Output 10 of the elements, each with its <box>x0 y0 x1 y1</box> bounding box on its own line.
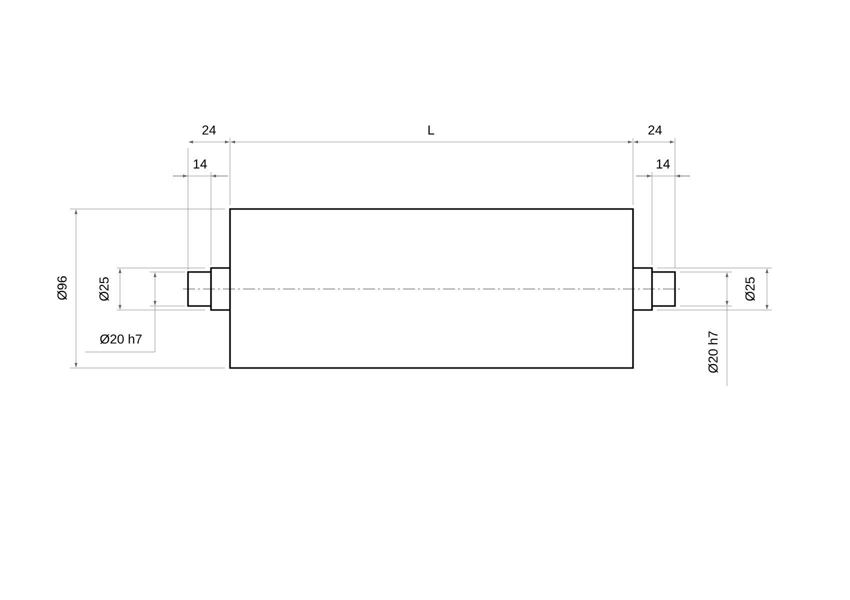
dimension-text: L <box>428 126 434 134</box>
dimension-text: 14 <box>194 160 207 168</box>
dimension-text: Ø20 h7 <box>100 334 142 344</box>
dimension-text: 24 <box>202 125 216 135</box>
dimension-text: Ø25 <box>745 277 755 301</box>
dimension-text: 14 <box>656 160 670 168</box>
dimension-text: Ø20 h7 <box>708 331 718 373</box>
dimension-text: 24 <box>648 125 662 135</box>
dimension-text: Ø96 <box>57 276 67 300</box>
dimension-text: Ø25 <box>99 277 109 301</box>
